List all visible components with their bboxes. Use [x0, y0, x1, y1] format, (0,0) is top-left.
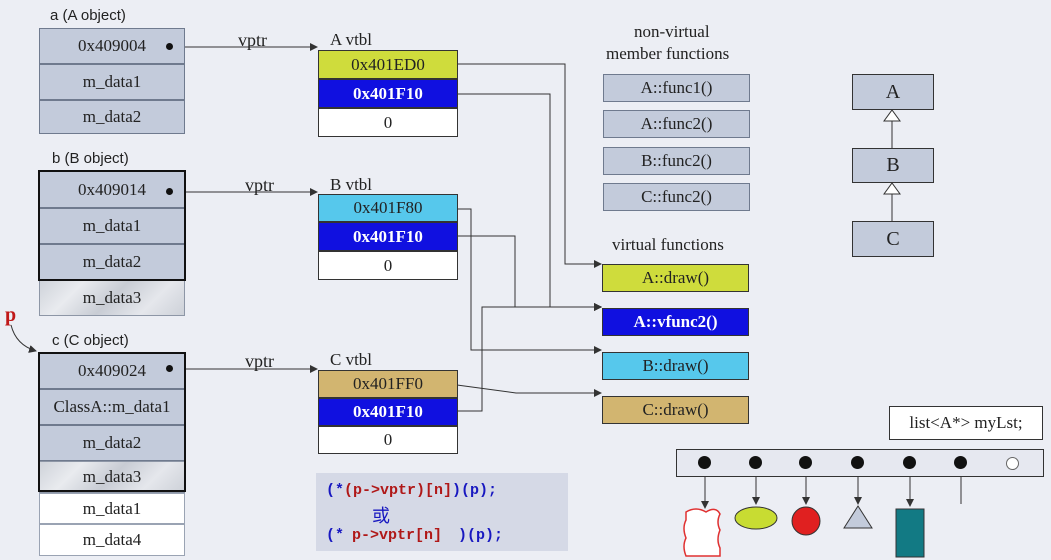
object-c-data4-cell: m_data4	[39, 524, 185, 556]
shape-triangle	[843, 505, 873, 529]
shape-ellipse	[734, 506, 778, 530]
shape-rect	[895, 508, 925, 558]
object-c-data2-cell: m_data2	[39, 425, 185, 461]
vtable-c-entry-0: 0x401FF0	[318, 370, 458, 398]
class-a-box: A	[852, 74, 934, 110]
link-a-vfunc2	[457, 93, 602, 311]
vptr-label-c: vptr	[245, 351, 274, 371]
vtable-c-entry-1: 0x401F10	[318, 398, 458, 426]
code-line-2: (* p->vptr[n] )(p);	[326, 527, 503, 544]
object-b-frame	[38, 170, 186, 281]
object-b-data1-cell: m_data1	[39, 208, 185, 244]
vptr-dot-a	[166, 43, 173, 50]
code-line-1-expr: (p->vptr)[n]	[344, 482, 453, 499]
code-line-1: (*(p->vptr)[n])(p);	[326, 482, 497, 499]
vtable-b-entry-1: 0x401F10	[318, 222, 458, 251]
virtual-fn-a-draw: A::draw()	[602, 264, 749, 292]
list-node-dot-5	[903, 456, 916, 469]
nonvirtual-title-line2: member functions	[606, 44, 730, 63]
vtable-a-title: A vtbl	[330, 30, 373, 49]
vptr-label-a: vptr	[238, 30, 267, 50]
pointer-arrow	[10, 324, 37, 353]
virtual-fn-c-draw: C::draw()	[602, 396, 749, 424]
code-line-1-call: )(p);	[452, 482, 498, 499]
nonvirtual-fn-0: A::func1()	[603, 74, 750, 102]
vtable-b-title: B vtbl	[330, 175, 373, 194]
list-shapes	[683, 505, 925, 558]
vtable-c-title: C vtbl	[330, 350, 373, 369]
link-c-draw	[456, 384, 602, 397]
code-line-1-open: (*	[326, 482, 345, 499]
list-node-dot-3	[799, 456, 812, 469]
code-or: 或	[372, 506, 390, 527]
object-a-vptr-cell: 0x409004	[39, 28, 185, 64]
class-b-box: B	[852, 148, 934, 183]
virtual-fn-a-vfunc2: A::vfunc2()	[602, 308, 749, 336]
object-c-frame	[38, 352, 186, 492]
list-node-dot-2	[749, 456, 762, 469]
object-c-data3-cell: m_data3	[39, 461, 185, 493]
object-a-data2-cell: m_data2	[39, 100, 185, 134]
vtable-a-entry-2: 0	[318, 108, 458, 137]
code-line-2-expr: p->vptr[n]	[352, 527, 443, 544]
list-end-circle	[1006, 457, 1019, 470]
vptr-label-b: vptr	[245, 175, 274, 195]
code-box	[316, 473, 568, 551]
object-b-data3-cell: m_data3	[39, 280, 185, 316]
nonvirtual-fn-1: A::func2()	[603, 110, 750, 138]
virtual-title: virtual functions	[612, 235, 724, 254]
vtable-a-entry-1: 0x401F10	[318, 79, 458, 108]
object-a-title: a (A object)	[50, 7, 126, 24]
link-c-vfunc2	[457, 303, 602, 412]
virtual-fn-b-draw: B::draw()	[602, 352, 749, 380]
vptr-dot-b	[166, 188, 173, 195]
list-label: list<A*> myLst;	[889, 406, 1043, 440]
object-c-data1b-cell: m_data1	[39, 493, 185, 524]
list-node-dot-4	[851, 456, 864, 469]
list-node-dot-6	[954, 456, 967, 469]
vptr-dot-c	[166, 365, 173, 372]
link-b-draw	[457, 208, 602, 354]
list-node-dot-1	[698, 456, 711, 469]
link-a-draw	[457, 63, 602, 268]
object-b-vptr-cell: 0x409014	[39, 171, 185, 208]
object-b-title: b (B object)	[52, 150, 129, 167]
code-line-2-call: )(p);	[458, 527, 504, 544]
shape-circle	[791, 506, 821, 536]
link-b-vfunc2	[457, 235, 602, 311]
shape-cloud	[683, 508, 721, 557]
vtable-c-entry-2: 0	[318, 426, 458, 454]
nonvirtual-fn-2: B::func2()	[603, 147, 750, 175]
code-line-2-open: (*	[326, 527, 345, 544]
nonvirtual-title-line1: non-virtual	[634, 22, 710, 41]
object-c-title: c (C object)	[52, 332, 129, 349]
nonvirtual-fn-3: C::func2()	[603, 183, 750, 211]
object-c-data1-cell: ClassA::m_data1	[39, 389, 185, 425]
vtable-b-entry-0: 0x401F80	[318, 194, 458, 222]
pointer-label: p	[5, 304, 17, 326]
vtable-b-entry-2: 0	[318, 251, 458, 280]
object-a-data1-cell: m_data1	[39, 64, 185, 100]
vtable-a-entry-0: 0x401ED0	[318, 50, 458, 79]
object-c-vptr-cell: 0x409024	[39, 353, 185, 389]
class-c-box: C	[852, 221, 934, 257]
